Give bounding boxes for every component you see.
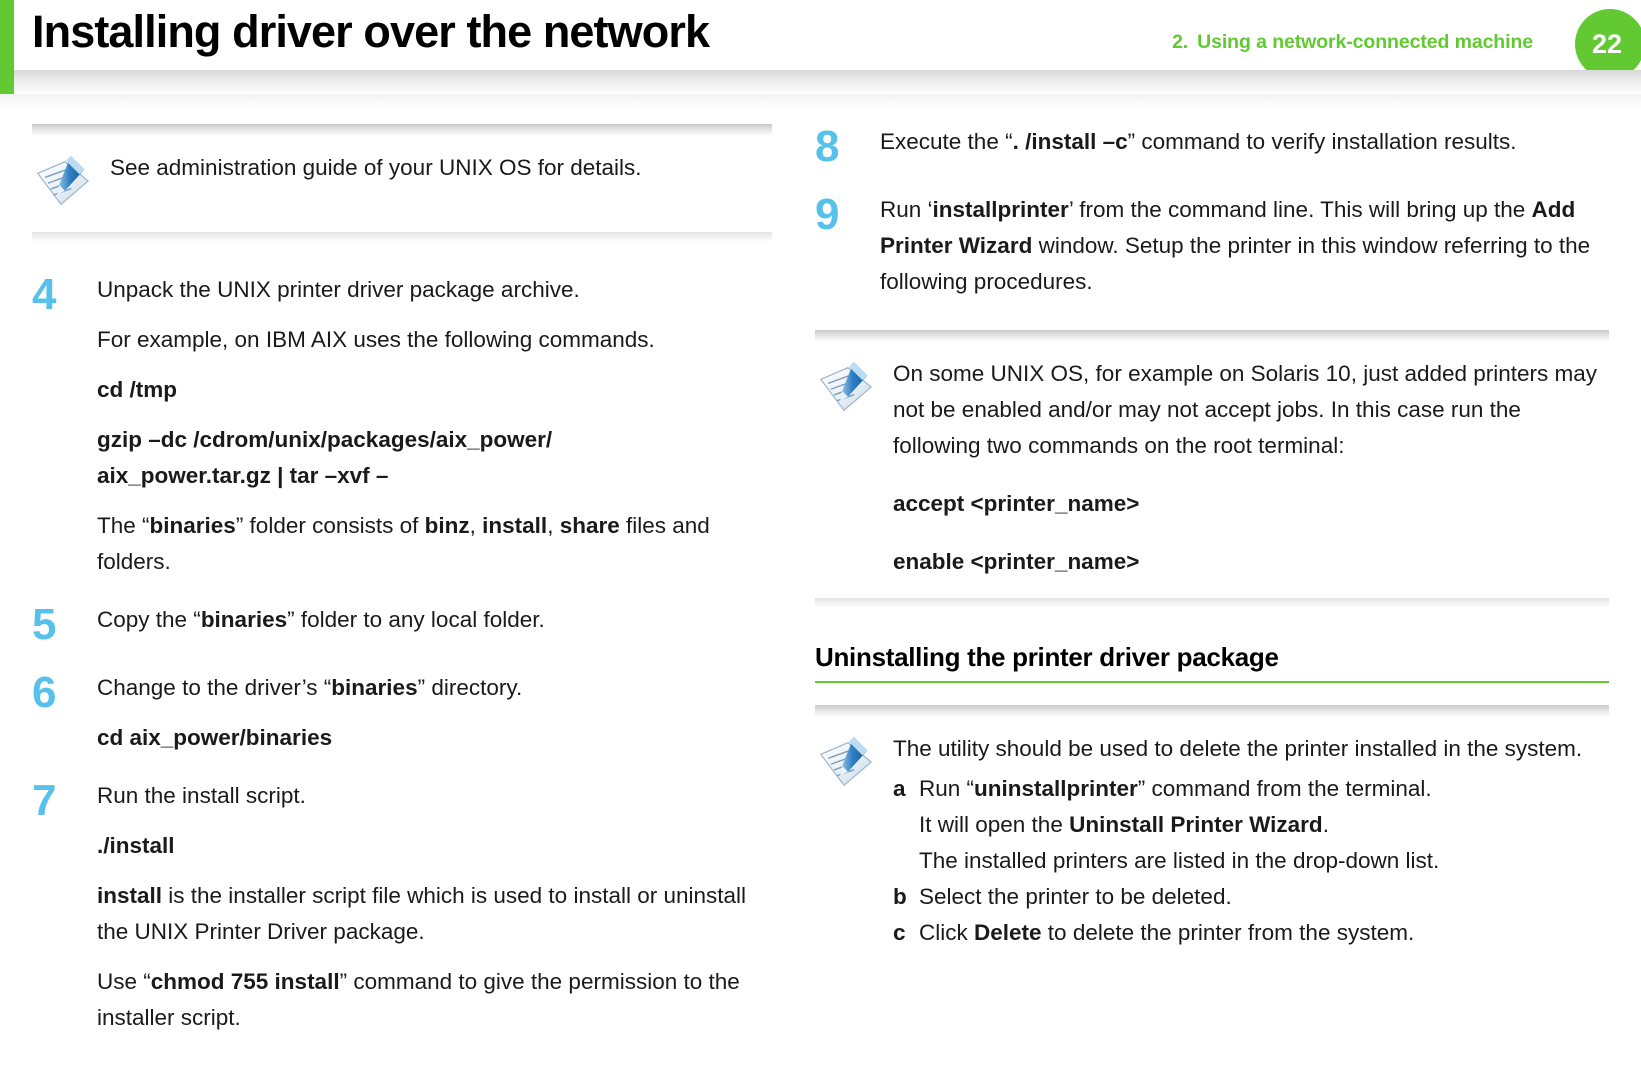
section-uninstalling: Uninstalling the printer driver package	[815, 642, 1609, 683]
header-accent-bar	[0, 0, 14, 94]
note-box-uninstall-utility: The utility should be used to delete the…	[815, 704, 1609, 969]
step-line: For example, on IBM AIX uses the followi…	[97, 327, 655, 352]
step-body: Execute the “. /install –c” command to v…	[880, 124, 1609, 160]
page-header: Installing driver over the network 2. Usi…	[0, 0, 1641, 108]
step-number: 9	[815, 190, 839, 239]
command-line: cd /tmp	[97, 377, 178, 402]
step-line: Copy the “binaries” folder to any local …	[97, 607, 545, 632]
command-line: cd aix_power/binaries	[97, 725, 333, 750]
step-body: Copy the “binaries” folder to any local …	[97, 602, 772, 638]
substep-list: a Run “uninstallprinter” command from th…	[893, 771, 1609, 951]
substep-continuation: The installed printers are listed in the…	[919, 847, 1440, 873]
command-line: ./install	[97, 833, 175, 858]
note-rule-top	[32, 124, 772, 136]
step-6: 6 Change to the driver’s “binaries” dire…	[32, 670, 772, 756]
substep-continuation: It will open the Uninstall Printer Wizar…	[919, 811, 1329, 837]
step-number: 4	[32, 270, 56, 319]
substep-a: a Run “uninstallprinter” command from th…	[893, 771, 1609, 879]
note-paragraph: The utility should be used to delete the…	[893, 735, 1583, 761]
substep-line: Click Delete to delete the printer from …	[919, 919, 1415, 945]
note-pencil-icon	[32, 150, 110, 214]
note-rule-bottom	[32, 232, 772, 242]
header-divider-shadow	[14, 70, 1641, 96]
step-line: Unpack the UNIX printer driver package a…	[97, 277, 580, 302]
substep-c: c Click Delete to delete the printer fro…	[893, 915, 1609, 951]
substep-b: b Select the printer to be deleted.	[893, 879, 1609, 915]
command-line: aix_power.tar.gz | tar –xvf –	[97, 463, 389, 488]
step-9: 9 Run ‘installprinter’ from the command …	[815, 192, 1609, 300]
step-5: 5 Copy the “binaries” folder to any loca…	[32, 602, 772, 648]
page-number-badge: 22	[1575, 9, 1641, 79]
note-pencil-icon	[815, 731, 893, 795]
note-box-admin-guide: See administration guide of your UNIX OS…	[32, 124, 772, 242]
note-text: The utility should be used to delete the…	[893, 731, 1609, 951]
header-divider-shadow-lower	[0, 94, 1641, 108]
note-rule-top	[815, 704, 1609, 717]
step-line: Use “chmod 755 install” command to give …	[97, 969, 740, 1030]
step-line: Run the install script.	[97, 783, 306, 808]
note-rule-bottom	[815, 598, 1609, 608]
step-line: Execute the “. /install –c” command to v…	[880, 129, 1517, 154]
step-7: 7 Run the install script. ./install inst…	[32, 778, 772, 1036]
substep-marker: c	[893, 919, 906, 945]
substep-marker: b	[893, 883, 907, 909]
substep-line: Select the printer to be deleted.	[919, 883, 1232, 909]
substep-body: Select the printer to be deleted.	[919, 879, 1609, 915]
section-underline	[815, 681, 1609, 683]
step-body: Change to the driver’s “binaries” direct…	[97, 670, 772, 756]
step-number: 5	[32, 600, 56, 649]
step-line: The “binaries” folder consists of binz, …	[97, 513, 710, 574]
note-paragraph: On some UNIX OS, for example on Solaris …	[893, 361, 1598, 458]
step-4: 4 Unpack the UNIX printer driver package…	[32, 272, 772, 580]
command-line: accept <printer_name>	[893, 491, 1140, 516]
step-body: Run ‘installprinter’ from the command li…	[880, 192, 1609, 300]
step-line: Change to the driver’s “binaries” direct…	[97, 675, 523, 700]
note-rule-top	[815, 330, 1609, 342]
substep-line: Run “uninstallprinter” command from the …	[919, 775, 1432, 801]
step-line: Run ‘installprinter’ from the command li…	[880, 197, 1591, 294]
step-number: 8	[815, 122, 839, 171]
step-body: Unpack the UNIX printer driver package a…	[97, 272, 772, 580]
step-8: 8 Execute the “. /install –c” command to…	[815, 124, 1609, 170]
step-number: 7	[32, 776, 56, 825]
breadcrumb-label: Using a network-connected machine	[1197, 31, 1533, 53]
step-line: install is the installer script file whi…	[97, 883, 747, 944]
right-column: 8 Execute the “. /install –c” command to…	[815, 124, 1609, 969]
note-text: On some UNIX OS, for example on Solaris …	[893, 356, 1609, 580]
note-box-solaris: On some UNIX OS, for example on Solaris …	[815, 330, 1609, 608]
note-pencil-icon	[815, 356, 893, 420]
substep-marker: a	[893, 775, 906, 801]
substep-body: Run “uninstallprinter” command from the …	[919, 771, 1609, 879]
command-line: enable <printer_name>	[893, 549, 1140, 574]
step-number: 6	[32, 668, 56, 717]
step-body: Run the install script. ./install instal…	[97, 778, 772, 1036]
note-text: See administration guide of your UNIX OS…	[110, 155, 642, 180]
breadcrumb: 2. Using a network-connected machine	[1172, 31, 1533, 54]
section-title: Uninstalling the printer driver package	[815, 642, 1279, 672]
left-column: See administration guide of your UNIX OS…	[32, 124, 772, 1036]
command-line: gzip –dc /cdrom/unix/packages/aix_power/	[97, 427, 553, 452]
page-title: Installing driver over the network	[32, 6, 710, 57]
substep-body: Click Delete to delete the printer from …	[919, 915, 1609, 951]
breadcrumb-number: 2.	[1172, 31, 1189, 53]
